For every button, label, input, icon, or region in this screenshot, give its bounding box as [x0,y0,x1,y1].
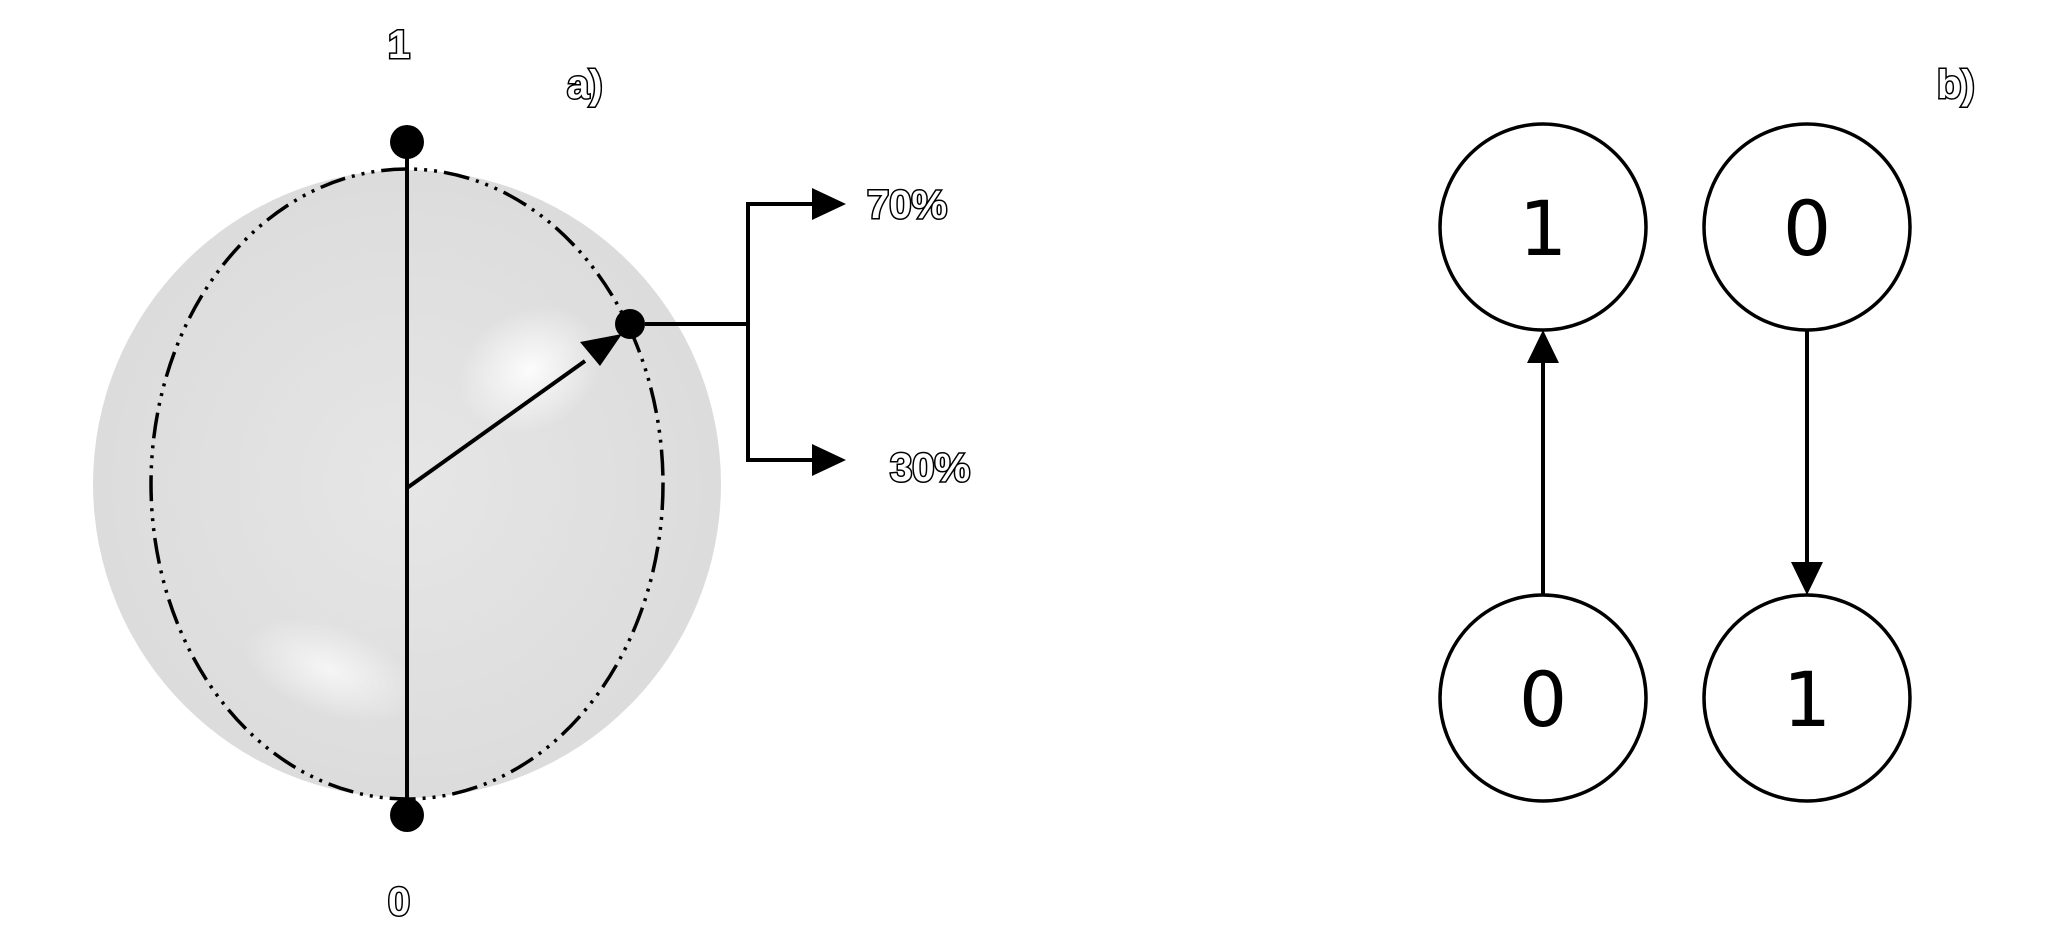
probability-bottom-label: 30% [890,446,970,490]
sphere-highlight-upper [458,305,602,435]
left-flip-arrowhead [1527,330,1559,363]
probability-top-label: 70% [867,183,947,227]
branch-bottom-arrowhead [812,444,846,476]
bit-flip-panel: b) 1 0 0 1 [1438,62,1976,803]
right-flip-arrowhead [1791,562,1823,595]
state-vector [405,359,587,490]
state-point [615,309,645,339]
panel-b-label: b) [1937,63,1975,107]
left-bottom-node-label: 0 [1519,655,1567,744]
top-state-label: 1 [388,23,410,67]
sphere-highlight-lower [244,617,416,723]
bloch-sphere-panel: 70% 30% 1 0 a) [93,22,972,926]
left-top-node-label: 1 [1519,184,1567,273]
right-bottom-node-label: 1 [1783,655,1831,744]
right-flip-pair: 0 1 [1702,122,1912,803]
branch-top-arrowhead [812,188,846,220]
bottom-state-label: 0 [388,880,410,924]
left-flip-pair: 1 0 [1438,122,1648,803]
top-pole-point [390,125,424,159]
bottom-pole-point [390,798,424,832]
right-top-node-label: 0 [1783,184,1831,273]
panel-a-label: a) [567,63,603,107]
state-vector-arrowhead [580,334,622,366]
